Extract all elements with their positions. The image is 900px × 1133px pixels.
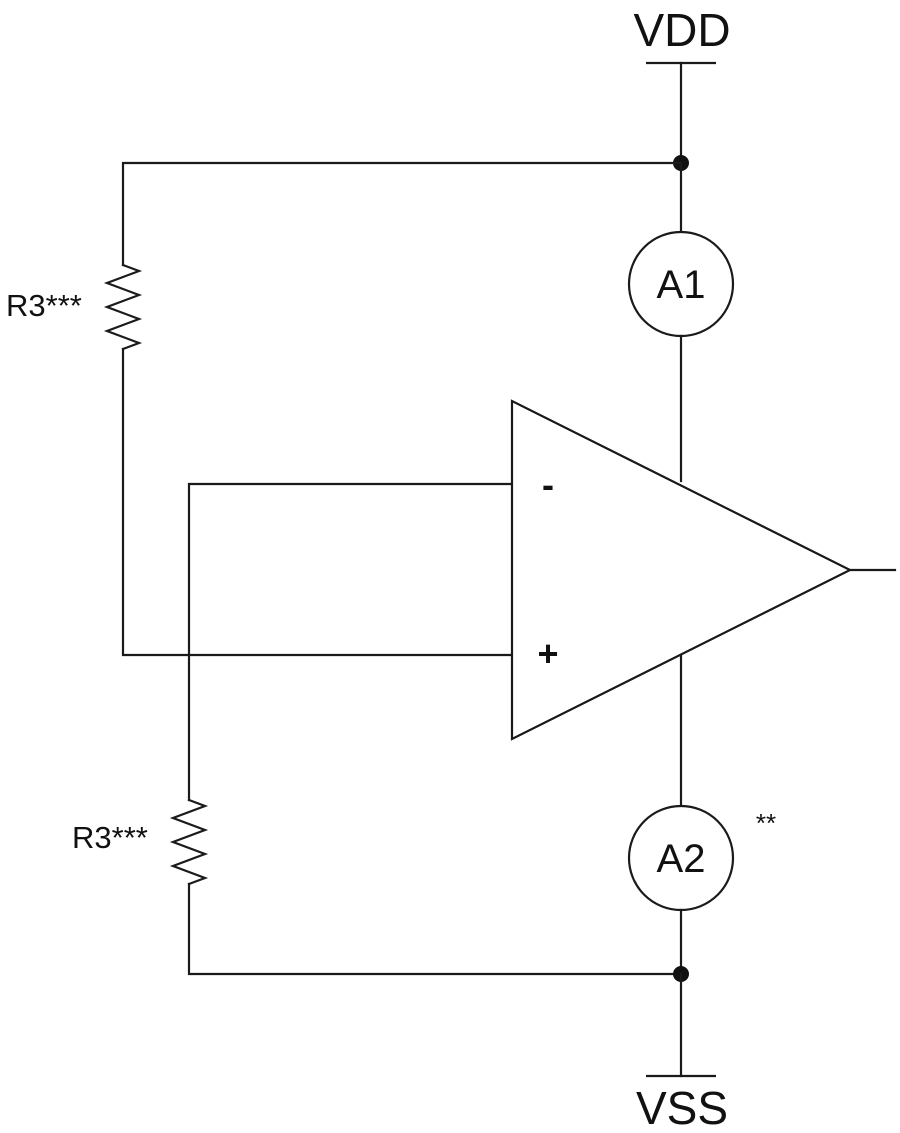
resistor-left-zigzag bbox=[103, 263, 143, 351]
ammeter-a1-label: A1 bbox=[657, 263, 706, 307]
inverting-input-label: - bbox=[542, 464, 554, 505]
vdd-rail: VDD bbox=[633, 4, 731, 165]
resistor-lower-label: R3*** bbox=[72, 820, 148, 855]
op-amp-triangle bbox=[510, 399, 853, 741]
resistor-lower-zigzag bbox=[169, 798, 209, 886]
vss-rail: VSS bbox=[636, 972, 728, 1133]
bottom-return-wire bbox=[187, 882, 683, 976]
top-feedback-wire bbox=[121, 161, 683, 267]
noninverting-input-label: + bbox=[537, 633, 558, 674]
ammeter-a2-label: A2 bbox=[657, 837, 706, 881]
resistor-left-label: R3*** bbox=[6, 288, 82, 323]
noninverting-input-wire bbox=[121, 347, 514, 657]
op-amp: - + bbox=[510, 399, 853, 741]
inverting-input-wire bbox=[187, 482, 514, 802]
vss-label: VSS bbox=[636, 1082, 728, 1133]
ammeter-a2-note: ** bbox=[756, 808, 776, 838]
vdd-label: VDD bbox=[633, 4, 730, 56]
resistor-left: R3*** bbox=[6, 263, 143, 351]
ammeter-a2: A2 ** bbox=[627, 804, 776, 912]
ammeter-a1: A1 bbox=[627, 230, 735, 338]
resistor-lower: R3*** bbox=[72, 798, 209, 886]
